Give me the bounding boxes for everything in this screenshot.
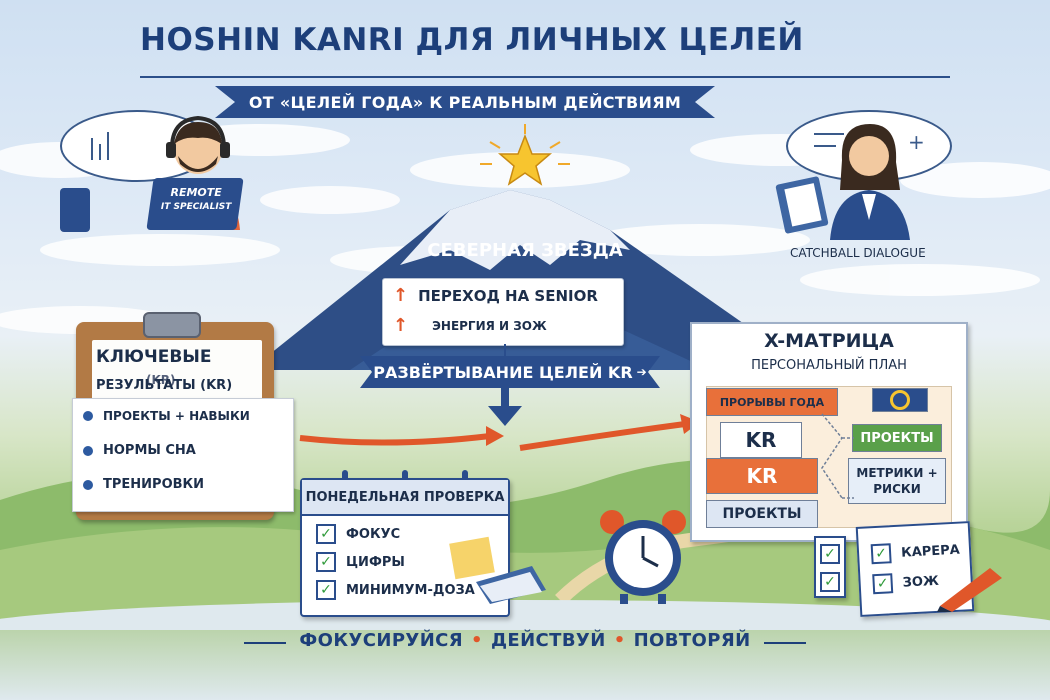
arrow-down-icon (488, 388, 522, 426)
arrow-up-icon: ↑ (393, 285, 409, 306)
matrix-cell-projects: ПРОЕКТЫ (852, 424, 942, 452)
chart-icon (91, 132, 109, 160)
check-item: ✓КАРЕРА (870, 540, 961, 565)
checkbox-checked-icon: ✓ (316, 524, 336, 544)
checkbox-checked-icon: ✓ (872, 573, 894, 595)
check-item: ✓ФОКУС (316, 524, 400, 544)
key-results-heading: КЛЮЧЕВЫЕ (KR) (96, 347, 212, 387)
check-item: ✓ЦИФРЫ (316, 552, 405, 572)
list-icon (814, 133, 844, 147)
slogan-rule-left (244, 642, 286, 644)
matrix-cell-kr: KR (720, 422, 802, 458)
plus-icon: + (908, 130, 925, 154)
arrow-up-icon: ↑ (393, 315, 409, 336)
north-star-title: СЕВЕРНАЯ ЗВЕЗДА (427, 240, 623, 261)
matrix-cell-metrics: МЕТРИКИ + РИСКИ (848, 458, 946, 504)
catchball-person-avatar (775, 124, 910, 240)
calendar-ring (342, 470, 348, 488)
laptop: REMOTE IT SPECIALIST (146, 178, 244, 230)
clipboard-clip (143, 312, 201, 338)
x-matrix-subtitle: ПЕРСОНАЛЬНЫЙ ПЛАН (751, 358, 907, 373)
x-matrix-panel: X-МАТРИЦА ПЕРСОНАЛЬНЫЙ ПЛАН ПРОРЫВЫ ГОДА… (690, 322, 968, 542)
north-star-item: ↑ ЭНЕРГИЯ И ЗОЖ (393, 315, 547, 336)
laptop-text-line1: REMOTE (170, 186, 222, 199)
key-results-list: ПРОЕКТЫ + НАВЫКИ НОРМЫ СНА ТРЕНИРОВКИ (72, 398, 294, 512)
bullet-dot-icon (83, 479, 93, 490)
north-star-card: ↑ ПЕРЕХОД НА SENIOR ↑ ЭНЕРГИЯ И ЗОЖ (382, 278, 624, 346)
matrix-connector-lines (821, 413, 854, 499)
subtitle-banner: ОТ «ЦЕЛЕЙ ГОДА» К РЕАЛЬНЫМ ДЕЙСТВИЯМ (215, 86, 715, 118)
page-title: HOSHIN KANRI ДЛЯ ЛИЧНЫХ ЦЕЛЕЙ (140, 22, 804, 58)
list-item: ТРЕНИРОВКИ (83, 477, 204, 492)
list-item: ПРОЕКТЫ + НАВЫКИ (83, 409, 250, 423)
laptop-text-line2: IT SPECIALIST (160, 202, 232, 212)
checkbox-checked-icon: ✓ (820, 572, 840, 592)
bullet-dot-icon (83, 411, 93, 421)
alarm-clock-icon (600, 510, 686, 604)
checkbox-checked-icon: ✓ (316, 552, 336, 572)
checkbox-checked-icon: ✓ (820, 544, 840, 564)
check-item: ✓МИНИМУМ-ДОЗА (316, 580, 475, 600)
slogan-rule-right (764, 642, 806, 644)
connector-line (504, 344, 506, 358)
x-matrix-title: X-МАТРИЦА (764, 330, 894, 352)
pen-icon (937, 568, 1002, 612)
matrix-cell-projects-left: ПРОЕКТЫ (706, 500, 818, 528)
catchball-label: CATCHBALL DIALOGUE (790, 246, 926, 260)
calendar-ring (462, 470, 468, 488)
star-icon (480, 124, 570, 186)
calendar-ring (402, 470, 408, 488)
flow-arrows (299, 414, 700, 451)
bottom-slogan: ФОКУСИРУЙСЯ•ДЕЙСТВУЙ•ПОВТОРЯЙ (299, 630, 751, 651)
list-item: НОРМЫ СНА (83, 443, 196, 458)
matrix-cell-kr-highlight: KR (706, 458, 818, 494)
north-star-item: ↑ ПЕРЕХОД НА SENIOR (393, 285, 598, 306)
bullet-dot-icon (83, 445, 93, 456)
checkbox-checked-icon: ✓ (316, 580, 336, 600)
paper-stack-icon (476, 566, 546, 604)
weekly-check-title: ПОНЕДЕЛЬНАЯ ПРОВЕРКА (302, 480, 508, 516)
checkbox-checked-icon: ✓ (870, 543, 892, 565)
deploy-banner: РАЗВЁРТЫВАНИЕ ЦЕЛЕЙ KR ➔ (360, 356, 660, 388)
title-underline (140, 76, 950, 78)
key-results-subheading: РЕЗУЛЬТАТЫ (KR) (96, 378, 233, 393)
matrix-cell-breakthroughs: ПРОРЫВЫ ГОДА (706, 388, 838, 416)
arrow-right-icon: ➔ (636, 365, 647, 379)
weekly-check-calendar: ПОНЕДЕЛЬНАЯ ПРОВЕРКА ✓ФОКУС ✓ЦИФРЫ ✓МИНИ… (300, 470, 510, 617)
target-icon (872, 388, 928, 412)
checkbox-column: ✓ ✓ (814, 536, 846, 598)
